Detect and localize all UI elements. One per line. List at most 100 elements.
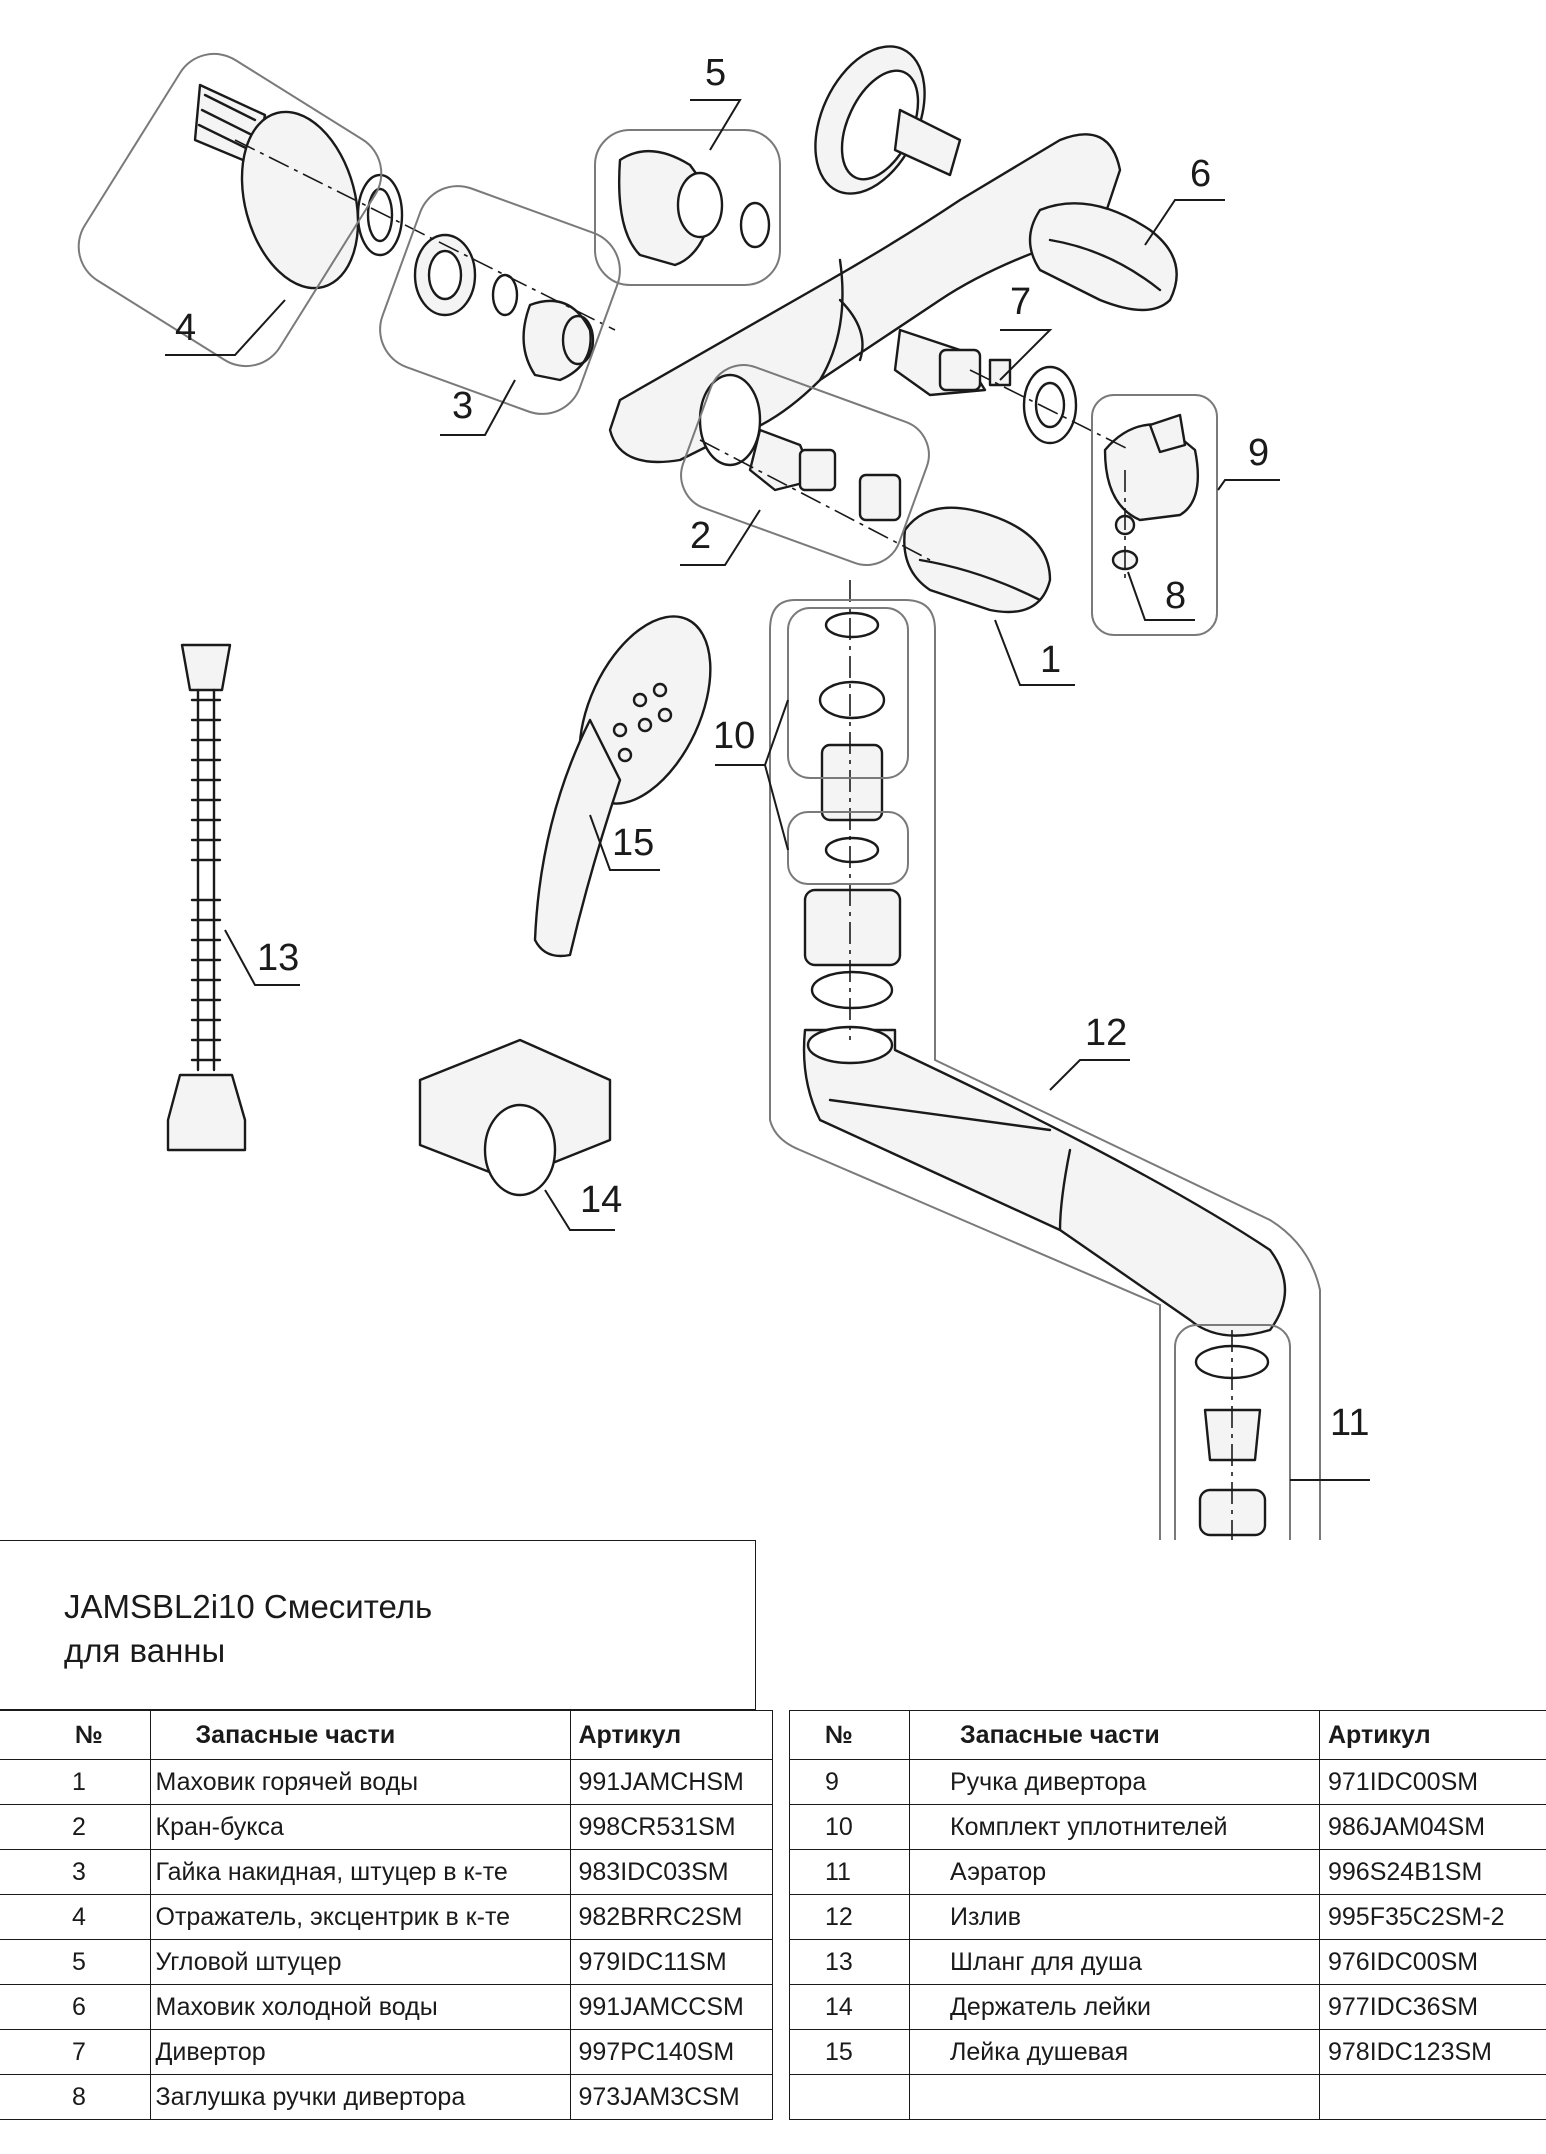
title-line-2: для ванны [64, 1632, 226, 1669]
group-5-outline [594, 129, 781, 286]
part-code: 986JAM04SM [1319, 1804, 1546, 1850]
shower-holder-part [418, 1038, 612, 1197]
callout-6: 6 [1190, 153, 1211, 195]
part-code: 978IDC123SM [1319, 2029, 1546, 2075]
part-name: Аэратор [909, 1849, 1320, 1895]
part-code: 996S24B1SM [1319, 1849, 1546, 1895]
callout-11: 11 [1330, 1402, 1369, 1444]
diverter-part [893, 328, 1078, 445]
cold-water-handle-part [814, 45, 1178, 312]
row-number: 3 [0, 1849, 151, 1895]
part-name: Излив [909, 1894, 1320, 1940]
exploded-view-diagram: 4 3 2 1 5 6 7 9 8 10 11 12 13 14 15 [77, 45, 1370, 1540]
row-number: 11 [789, 1849, 910, 1895]
callout-4: 4 [175, 307, 196, 349]
part-name: Кран-букса [149, 1804, 571, 1850]
callout-12: 12 [1085, 1012, 1127, 1054]
group-2-outline [680, 364, 930, 566]
group-11-outline [1174, 1324, 1291, 1540]
part-code: 991JAMCCSM [569, 1984, 773, 2030]
col-header-name: Запасные части [149, 1710, 571, 1760]
group-12-outline [769, 599, 1321, 1540]
col-header-num: № [0, 1710, 151, 1760]
row-number: 15 [789, 2029, 910, 2075]
aerator-part [1194, 1344, 1270, 1537]
part-name: Держатель лейки [909, 1984, 1320, 2030]
row-number: 14 [789, 1984, 910, 2030]
part-code: 995F35C2SM-2 [1319, 1894, 1546, 1940]
part-code: 976IDC00SM [1319, 1939, 1546, 1985]
document-title: JAMSBL2i10 Смеситель для ванны [64, 1585, 704, 1673]
callout-10: 10 [713, 715, 755, 757]
diverter-handle-part [1103, 413, 1199, 571]
part-code: 982BRRC2SM [569, 1894, 773, 1940]
row-number: 10 [789, 1804, 910, 1850]
table-row [789, 2074, 1546, 2120]
callout-3: 3 [452, 385, 473, 427]
angle-fitting-part [617, 149, 771, 267]
col-header-code: Артикул [1319, 1710, 1546, 1760]
part-code: 973JAM3CSM [569, 2074, 773, 2120]
part-name: Комплект уплотнителей [909, 1804, 1320, 1850]
callout-2: 2 [690, 515, 711, 557]
part-code: 983IDC03SM [569, 1849, 773, 1895]
reflector-eccentric-part [193, 83, 404, 290]
part-code [1319, 2074, 1546, 2120]
row-number [789, 2074, 910, 2120]
part-name: Маховик холодной воды [149, 1984, 571, 2030]
group-10b-outline [787, 811, 909, 885]
part-code: 979IDC11SM [569, 1939, 773, 1985]
part-code: 977IDC36SM [1319, 1984, 1546, 2030]
callout-9: 9 [1248, 432, 1269, 474]
part-name: Угловой штуцер [149, 1939, 571, 1985]
part-name: Маховик горячей воды [149, 1759, 571, 1805]
seal-kit-part [803, 611, 902, 1010]
group-3-outline [379, 185, 621, 415]
callout-5: 5 [705, 52, 726, 94]
col-header-name: Запасные части [909, 1710, 1320, 1760]
row-number: 13 [789, 1939, 910, 1985]
title-line-1: JAMSBL2i10 Смеситель [64, 1588, 433, 1625]
callout-7: 7 [1010, 281, 1031, 323]
row-number: 7 [0, 2029, 151, 2075]
row-number: 8 [0, 2074, 151, 2120]
part-name [909, 2074, 1320, 2120]
callout-13: 13 [257, 937, 299, 979]
part-name: Ручка дивертора [909, 1759, 1320, 1805]
part-name: Шланг для душа [909, 1939, 1320, 1985]
group-9-outline [1091, 394, 1218, 636]
hand-shower-part [533, 615, 712, 958]
callout-15: 15 [612, 822, 654, 864]
group-4-outline [77, 52, 383, 368]
table-header-row: № Запасные части Артикул [0, 1710, 773, 1760]
part-name: Заглушка ручки дивертора [149, 2074, 571, 2120]
callout-14: 14 [580, 1179, 622, 1221]
row-number: 12 [789, 1894, 910, 1940]
table-header-row: № Запасные части Артикул [789, 1710, 1546, 1760]
col-header-num: № [789, 1710, 910, 1760]
col-header-code: Артикул [569, 1710, 773, 1760]
part-name: Лейка душевая [909, 2029, 1320, 2075]
hot-water-valve-part [698, 373, 1052, 614]
union-nut-part [413, 233, 595, 382]
part-name: Дивертор [149, 2029, 571, 2075]
callout-1: 1 [1040, 639, 1061, 681]
shower-hose-part [166, 643, 247, 1152]
callout-8: 8 [1165, 575, 1186, 617]
part-code: 971IDC00SM [1319, 1759, 1546, 1805]
